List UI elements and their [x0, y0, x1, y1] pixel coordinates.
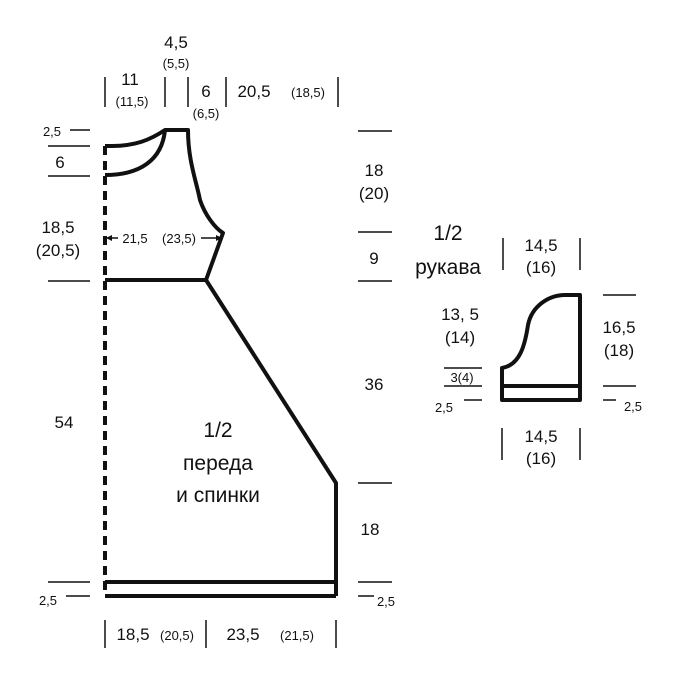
bottom-band-left-label: 2,5 — [39, 593, 57, 608]
shoulder-width-alt-label: (6,5) — [193, 106, 220, 121]
side-slope-label: 36 — [365, 375, 384, 394]
neck-center-alt-label: (5,5) — [163, 56, 190, 71]
chest-arrow — [106, 235, 222, 241]
sleeve-cuff-left-label: 3(4) — [450, 370, 473, 385]
right-width-label: 20,5 — [237, 82, 270, 101]
sleeve-title-1: 1/2 — [433, 222, 462, 245]
right-dimension-ticks — [358, 130, 392, 597]
armhole-depth-label: 18 — [365, 161, 384, 180]
neck-center-label: 4,5 — [164, 33, 188, 52]
neck-depth-label: 6 — [55, 153, 64, 172]
armhole-height-label: 18,5 — [41, 218, 74, 237]
shoulder-left-alt-label: (11,5) — [116, 94, 149, 109]
sleeve-cuff-band — [500, 386, 582, 402]
bottom-dimension-ticks — [104, 620, 337, 648]
body-height-label: 54 — [55, 413, 74, 432]
side-straight-label: 18 — [361, 520, 380, 539]
sleeve-outline — [500, 293, 582, 388]
sleeve-band-right-label: 2,5 — [624, 399, 642, 414]
shoulder-left-label: 11 — [121, 70, 139, 89]
shoulder-width-label: 6 — [201, 82, 210, 101]
chest-half-alt-label: (23,5) — [162, 231, 196, 246]
bottom-right-width-label: 23,5 — [226, 625, 259, 644]
side-seam-outline — [105, 278, 338, 584]
front-back-title-3: и спинки — [176, 484, 260, 507]
bottom-right-width-alt-label: (21,5) — [280, 628, 314, 643]
sleeve-bottom-width-alt-label: (16) — [526, 449, 556, 468]
front-back-title-2: переда — [183, 452, 253, 475]
sleeve-top-width-label: 14,5 — [524, 236, 557, 255]
sleeve-total-height-label: 16,5 — [602, 318, 635, 337]
chest-half-label: 21,5 — [122, 231, 147, 246]
sleeve-band-left-label: 2,5 — [435, 400, 453, 415]
left-dimension-ticks — [48, 129, 90, 597]
front-back-piece — [103, 128, 338, 598]
bottom-left-width-label: 18,5 — [116, 625, 149, 644]
armhole-height-alt-label: (20,5) — [36, 241, 80, 260]
right-width-alt-label: (18,5) — [291, 85, 325, 100]
front-back-title-1: 1/2 — [203, 419, 232, 442]
sleeve-top-width-alt-label: (16) — [526, 258, 556, 277]
underarm-label: 9 — [369, 249, 378, 268]
bottom-band-right-label: 2,5 — [377, 594, 395, 609]
sleeve-cap-height-label: 13, 5 — [441, 305, 479, 324]
front-neck-curve — [104, 129, 167, 177]
sleeve-title-2: рукава — [415, 256, 481, 279]
neck-armhole-outline — [105, 128, 225, 282]
top-band-label: 2,5 — [43, 124, 61, 139]
bottom-left-width-alt-label: (20,5) — [160, 628, 194, 643]
top-dimension-ticks — [104, 77, 339, 107]
sleeve-ticks — [444, 238, 636, 460]
armhole-depth-alt-label: (20) — [359, 184, 389, 203]
sleeve-bottom-width-label: 14,5 — [524, 427, 557, 446]
sleeve-total-height-alt-label: (18) — [604, 341, 634, 360]
sleeve-piece — [500, 293, 582, 402]
sleeve-cap-height-alt-label: (14) — [445, 328, 475, 347]
